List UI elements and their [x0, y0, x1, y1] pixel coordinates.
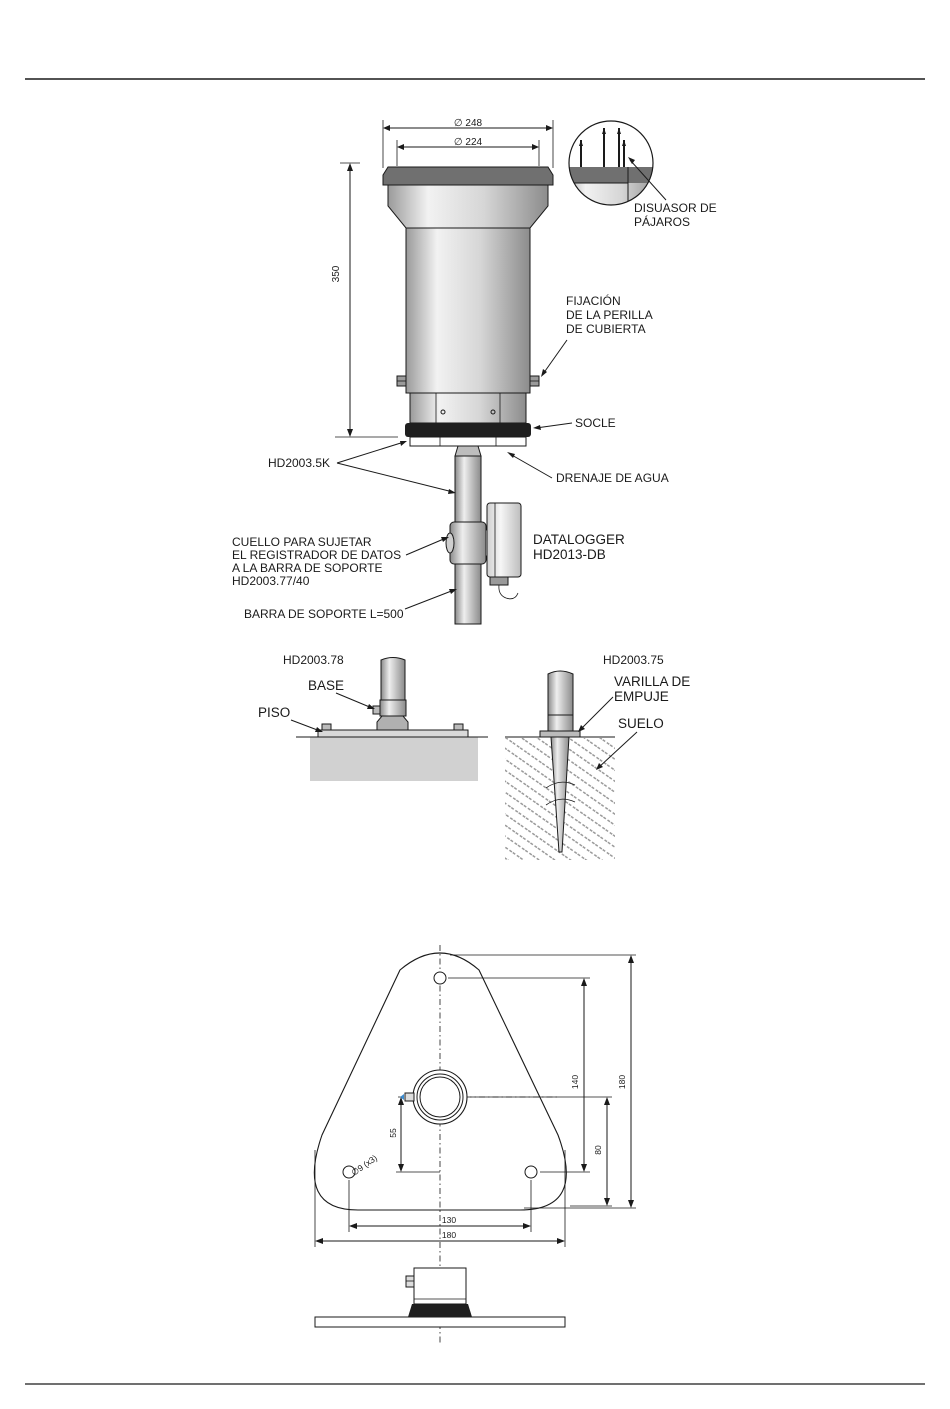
base-housing [409, 392, 527, 424]
datalogger-box [486, 502, 522, 578]
label-collar-1: CUELLO PARA SUJETAR [232, 535, 372, 549]
main-callouts: FIJACIÓN DE LA PERILLA DE CUBIERTA SOCLE… [232, 293, 669, 621]
label-push-rod-1: VARILLA DE [614, 674, 690, 689]
label-datalogger-2: HD2013-DB [533, 547, 606, 562]
label-knob-3: DE CUBIERTA [566, 322, 646, 336]
label-collar-2: EL REGISTRADOR DE DATOS [232, 548, 401, 562]
gauge-cylinder [405, 227, 531, 394]
bird-deterrent-detail: DISUASOR DE PÁJAROS [568, 120, 717, 229]
funnel-rim [382, 166, 554, 186]
label-push-rod-2: EMPUJE [614, 689, 669, 704]
label-collar-4: HD2003.77/40 [232, 574, 310, 588]
label-socle: SOCLE [575, 416, 616, 430]
label-hd2003-5k: HD2003.5K [268, 456, 330, 470]
dim-80: 80 [593, 1145, 603, 1155]
label-support-bar: BARRA DE SOPORTE L=500 [244, 607, 404, 621]
label-collar-3: A LA BARRA DE SOPORTE [232, 561, 383, 575]
label-hd2003-78: HD2003.78 [283, 653, 344, 667]
dim-diameter-248: ∅ 248 [454, 118, 483, 129]
dim-diameter-224: ∅ 224 [454, 137, 483, 148]
funnel-collar [387, 184, 549, 229]
label-water-drain: DRENAJE DE AGUA [556, 471, 669, 485]
ground-spike-view: HD2003.75 VARILLA DE EMPUJE SUELO [505, 653, 690, 860]
dim-55: 55 [388, 1128, 398, 1138]
label-base: BASE [308, 678, 344, 693]
label-knob-1: FIJACIÓN [566, 293, 621, 308]
socle-ring [405, 423, 531, 437]
label-soil: SUELO [618, 716, 664, 731]
base-plate-side-view [314, 1267, 566, 1328]
label-bird-deterrent-1: DISUASOR DE [634, 201, 717, 215]
floor-base-view: HD2003.78 BASE PISO [258, 653, 488, 781]
dim-height-350: 350 [331, 265, 342, 282]
dim-180-horizontal: 180 [442, 1230, 456, 1240]
dim-130: 130 [442, 1215, 456, 1225]
label-knob-2: DE LA PERILLA [566, 308, 653, 322]
label-hd2003-75: HD2003.75 [603, 653, 664, 667]
datalogger-collar [449, 521, 487, 565]
base-plate-top-view: 140 180 80 55 ∅9 (x3) 130 180 [313, 945, 636, 1345]
label-floor: PISO [258, 705, 290, 720]
dim-180-vertical: 180 [617, 1075, 627, 1089]
dim-140: 140 [570, 1075, 580, 1089]
rain-gauge-assembly: ∅ 248 ∅ 224 350 [331, 118, 554, 625]
label-bird-deterrent-2: PÁJAROS [634, 214, 690, 229]
label-datalogger-1: DATALOGGER [533, 532, 625, 547]
